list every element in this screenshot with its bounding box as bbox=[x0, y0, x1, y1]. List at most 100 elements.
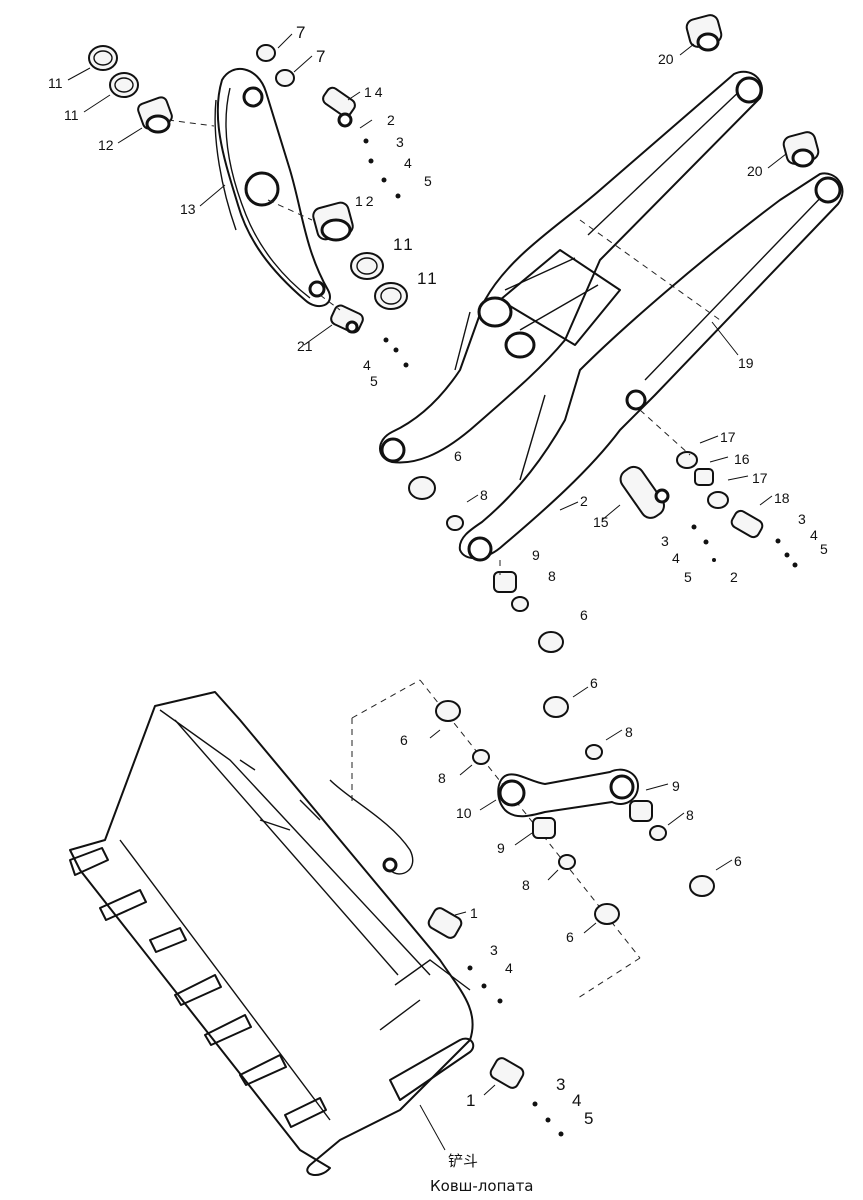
callout-1-b: 1 bbox=[466, 1091, 475, 1110]
callout-1-a: 1 bbox=[470, 905, 478, 921]
washer-17a bbox=[676, 451, 698, 469]
ring-6-link-b bbox=[543, 696, 569, 718]
callout-5-d: 5 bbox=[820, 541, 828, 557]
callout-5-b: 5 bbox=[370, 373, 378, 389]
crank-bottom-bore bbox=[308, 280, 326, 298]
bell-crank-body bbox=[216, 68, 331, 308]
cross-tube-right-bore bbox=[504, 331, 536, 359]
callout-5-a: 5 bbox=[424, 173, 432, 189]
callout-4-f: 4 bbox=[572, 1091, 581, 1110]
callout-12-b: 12 bbox=[355, 193, 377, 209]
callout-10: 10 bbox=[456, 805, 472, 821]
bucket-tooth-7 bbox=[284, 1097, 327, 1128]
callout-20-a: 20 bbox=[658, 51, 674, 67]
pin-18 bbox=[730, 509, 764, 539]
callout-4-d: 4 bbox=[810, 527, 818, 543]
cross-tube-left-bore bbox=[477, 296, 513, 328]
link-right-bore bbox=[609, 774, 635, 800]
callout-6-b: 6 bbox=[580, 607, 588, 623]
bell-crank-assembly bbox=[214, 68, 331, 308]
ring-11b bbox=[109, 72, 139, 98]
callout-6-d: 6 bbox=[590, 675, 598, 691]
callout-11-b: 11 bbox=[64, 107, 79, 123]
lift-arm-rear bbox=[379, 70, 763, 464]
bucket-shell bbox=[69, 691, 474, 1176]
callout-3-b: 3 bbox=[661, 533, 669, 549]
callout-2-a: 2 bbox=[387, 112, 395, 128]
callout-6-e: 6 bbox=[734, 853, 742, 869]
callout-11-c: 11 bbox=[393, 235, 415, 254]
callout-8-f: 8 bbox=[522, 877, 530, 893]
ring-8-link-d bbox=[558, 854, 576, 870]
callout-20-b: 20 bbox=[747, 163, 763, 179]
ring-11a bbox=[88, 45, 118, 71]
bucket-tooth-6 bbox=[239, 1054, 287, 1086]
bucket-tooth-2 bbox=[99, 889, 147, 921]
callout-11-d: 11 bbox=[417, 269, 439, 288]
callout-14: 14 bbox=[364, 84, 386, 100]
bucket-assembly bbox=[69, 691, 564, 1176]
leader-lines bbox=[67, 33, 787, 1151]
callout-18: 18 bbox=[774, 490, 790, 506]
bushing-9-upper bbox=[493, 571, 517, 593]
callout-7-a: 7 bbox=[296, 23, 305, 42]
bucket-tooth-5 bbox=[204, 1014, 252, 1046]
pin-15 bbox=[619, 465, 665, 519]
ring-6-upper bbox=[408, 476, 436, 500]
pin-1-upper bbox=[427, 907, 463, 939]
bucket-side-plate bbox=[389, 1037, 475, 1101]
bucket-tooth-4 bbox=[174, 974, 222, 1006]
bucket-tooth-1 bbox=[69, 847, 109, 876]
bushing-9-right bbox=[629, 800, 653, 822]
washer-7a bbox=[256, 44, 276, 62]
callout-16: 16 bbox=[734, 451, 750, 467]
callout-3-c: 3 bbox=[798, 511, 806, 527]
bucket-caption: 铲斗 Ковш-лопата bbox=[430, 1152, 534, 1195]
callout-5-e: 5 bbox=[584, 1109, 593, 1128]
callout-5-c: 5 bbox=[684, 569, 692, 585]
lift-arm-front bbox=[458, 172, 844, 559]
pin-14 bbox=[322, 86, 356, 118]
callout-9-c: 9 bbox=[497, 840, 505, 856]
ring-6-link-a bbox=[435, 700, 461, 722]
callout-8-c: 8 bbox=[438, 770, 446, 786]
rear-arm-bottom-bore bbox=[380, 437, 406, 463]
ring-8-lower bbox=[511, 596, 529, 612]
callout-6-a: 6 bbox=[454, 448, 462, 464]
ring-6-link-c bbox=[689, 875, 715, 897]
washer-17b bbox=[707, 491, 729, 509]
ring-11c bbox=[350, 252, 384, 280]
rear-arm-top-bore bbox=[735, 76, 763, 104]
ring-8-link-c bbox=[649, 825, 667, 841]
caption-russian: Ковш-лопата bbox=[430, 1177, 534, 1195]
link-10 bbox=[497, 768, 639, 818]
ring-8-upper bbox=[446, 515, 464, 531]
callout-labels: 11 11 12 13 7 7 14 2 3 4 5 12 11 11 21 4… bbox=[48, 23, 828, 1128]
front-arm-top-bore bbox=[814, 176, 842, 204]
callout-4-b: 4 bbox=[363, 357, 371, 373]
callout-17-a: 17 bbox=[720, 429, 736, 445]
bushing-16 bbox=[694, 468, 714, 486]
crank-center-bore bbox=[244, 171, 280, 207]
ring-8-link-b bbox=[585, 744, 603, 760]
caption-chinese: 铲斗 bbox=[448, 1152, 478, 1170]
ring-11d bbox=[374, 282, 408, 310]
bucket-hinge-bore bbox=[382, 857, 398, 873]
bushing-9-left bbox=[532, 817, 556, 839]
lift-arm-assembly bbox=[379, 14, 844, 562]
washer-7b bbox=[275, 69, 295, 87]
callout-21: 21 bbox=[297, 338, 313, 354]
ring-6-link-d bbox=[594, 903, 620, 925]
pin-1-lower bbox=[489, 1057, 525, 1089]
callout-8-a: 8 bbox=[480, 487, 488, 503]
callout-4-e: 4 bbox=[505, 960, 513, 976]
callout-4-c: 4 bbox=[672, 550, 680, 566]
link-left-bore bbox=[498, 779, 526, 807]
bucket-tooth-3 bbox=[149, 927, 187, 953]
callout-2-c: 2 bbox=[730, 569, 738, 585]
ring-6-lower bbox=[538, 631, 564, 653]
callout-6-c: 6 bbox=[400, 732, 408, 748]
callout-3-a: 3 bbox=[396, 134, 404, 150]
front-arm-mid-bore bbox=[625, 389, 647, 411]
